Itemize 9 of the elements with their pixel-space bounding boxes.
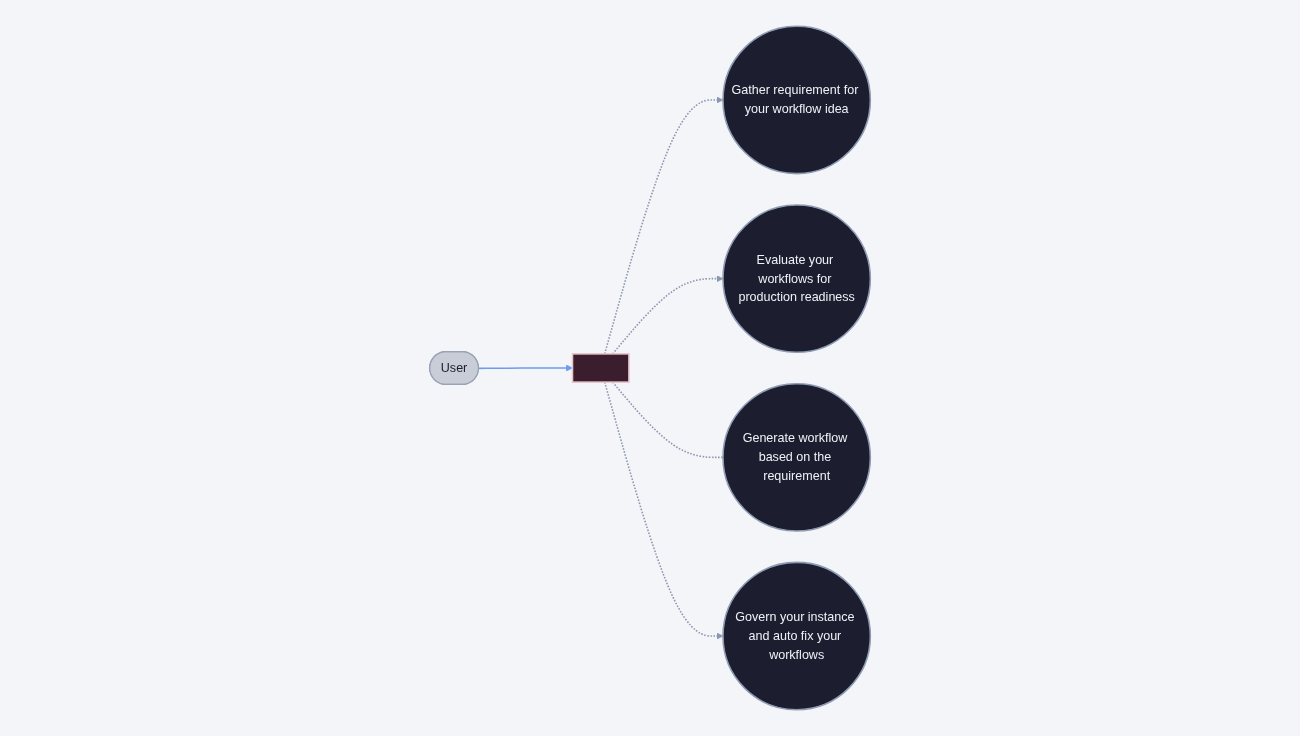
node-circle: Evaluate your workflows for production readiness [722,204,872,354]
arrow [603,96,724,355]
node-circle: Generate workflow based on the requirement [722,382,872,532]
node-box [571,353,630,383]
arrow [603,381,724,640]
node-circle: Gather requirement for your workflow idea [722,25,872,175]
node-circle: Govern your instance and auto fix your workflows [722,561,872,711]
arrow [478,364,573,372]
arrow [611,275,724,355]
